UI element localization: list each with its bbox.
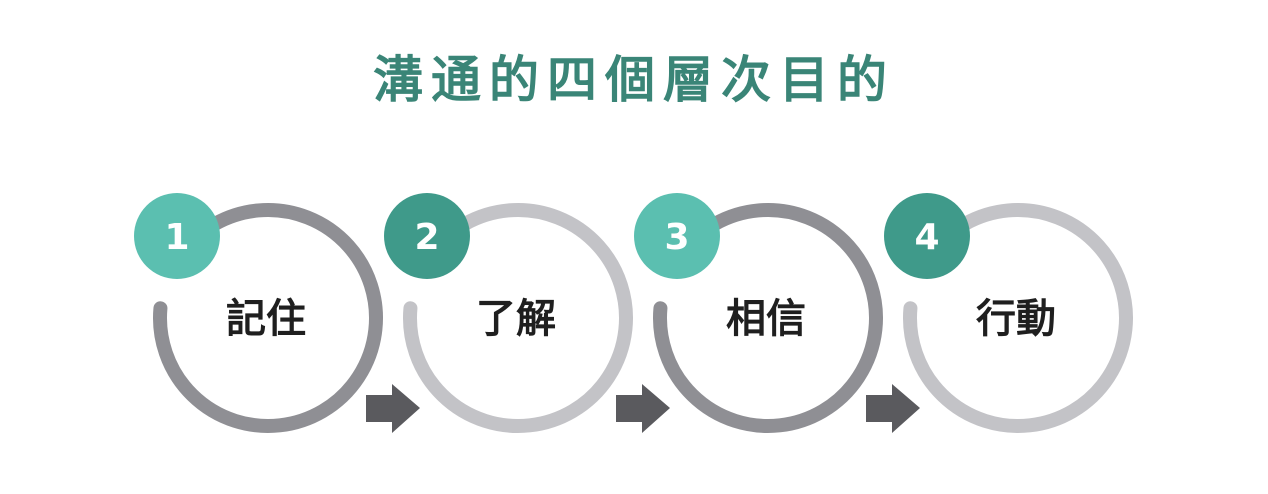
diagram-title: 溝通的四個層次目的 <box>373 51 895 109</box>
step-ring <box>403 203 633 433</box>
step-number-badge <box>134 193 220 279</box>
step-label: 相信 <box>726 296 806 342</box>
step-label: 記住 <box>226 296 306 342</box>
step-number: 1 <box>164 217 189 258</box>
step-number-badge <box>884 193 970 279</box>
step-number: 3 <box>664 217 689 258</box>
step-number: 2 <box>414 217 439 258</box>
arrow-right-icon <box>366 384 420 433</box>
step-ring <box>153 203 383 433</box>
arrow-right-icon <box>866 384 920 433</box>
step-ring <box>903 203 1133 433</box>
step-label: 行動 <box>976 296 1056 342</box>
step-number-badge <box>634 193 720 279</box>
step-ring <box>653 203 883 433</box>
step-number: 4 <box>914 217 939 258</box>
step-number-badge <box>384 193 470 279</box>
step-label: 了解 <box>476 296 556 342</box>
arrow-right-icon <box>616 384 670 433</box>
